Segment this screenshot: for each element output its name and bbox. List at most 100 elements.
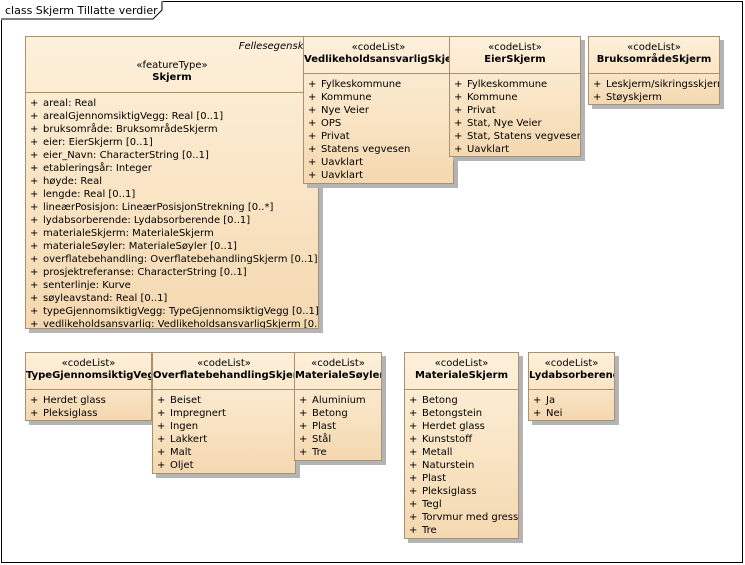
- class-lydabsorberende[interactable]: «codeList» Lydabsorberende +Ja+Nei: [528, 352, 615, 421]
- visibility-marker: +: [30, 137, 39, 148]
- visibility-marker: +: [454, 144, 463, 155]
- item-text: Nei: [546, 408, 563, 419]
- visibility-marker: +: [308, 118, 317, 129]
- item-text: eier_Navn: CharacterString [0..1]: [43, 150, 209, 161]
- item-text: Statens vegvesen: [321, 144, 411, 155]
- class-eierskjerm[interactable]: «codeList» EierSkjerm + Fylkeskommune+Kom…: [449, 36, 581, 157]
- value-list: +Fylkeskommune+Kommune+Privat+Stat, Nye …: [450, 74, 580, 156]
- class-typegjennomsiktigvegg[interactable]: «codeList» TypeGjennomsiktigVegg +Herdet…: [25, 352, 152, 421]
- visibility-marker: +: [409, 408, 418, 419]
- code-value: +OPS: [304, 117, 453, 130]
- code-value: + Betong: [295, 407, 381, 420]
- class-name: MaterialeSøyler: [295, 370, 382, 381]
- code-value: +Naturstein: [405, 459, 518, 472]
- visibility-marker: +: [409, 512, 418, 523]
- code-value: +Kommune: [304, 91, 453, 104]
- class-attribute: +etableringsår: Integer: [26, 162, 318, 175]
- value-list: +Herdet glass+Pleksiglass: [26, 390, 151, 420]
- visibility-marker: +: [454, 131, 463, 142]
- code-value: +Oljet: [153, 459, 295, 472]
- class-header: «codeList» EierSkjerm: [450, 37, 580, 74]
- visibility-marker: +: [308, 79, 317, 90]
- class-stereotype: «codeList»: [434, 358, 489, 369]
- item-text: Betong: [312, 408, 348, 419]
- visibility-marker: +: [409, 499, 418, 510]
- item-text: Betongstein: [422, 408, 483, 419]
- class-attribute: +eier_Navn: CharacterString [0..1]: [26, 149, 318, 162]
- code-value: +Fylkeskommune: [304, 78, 453, 91]
- item-text: Privat: [321, 131, 350, 142]
- class-skjerm[interactable]: Fellesegenskap «featureType» Skjerm +are…: [25, 36, 319, 329]
- item-text: søyleavstand: Real [0..1]: [43, 293, 168, 304]
- visibility-marker: +: [157, 447, 166, 458]
- visibility-marker: +: [30, 395, 39, 406]
- visibility-marker: +: [30, 319, 39, 329]
- class-attribute: +overflatebehandling: Overflatebehandlin…: [26, 253, 318, 266]
- item-text: Metall: [422, 447, 453, 458]
- code-value: +Stål: [295, 433, 381, 446]
- class-vedlikeholdsansvarligskjerm[interactable]: «codeList» VedlikeholdsansvarligSkjerm +…: [303, 36, 454, 184]
- class-header: «codeList» MaterialeSkjerm: [405, 353, 518, 390]
- class-attribute: +lydabsorberende: Lydabsorberende [0..1]: [26, 214, 318, 227]
- class-stereotype: «codeList»: [311, 358, 365, 369]
- item-text: Uavklart: [321, 157, 364, 168]
- class-name: EierSkjerm: [484, 54, 546, 65]
- item-text: Torvmur med gress: [422, 512, 519, 523]
- code-value: +Støyskjerm: [589, 91, 719, 104]
- item-text: arealGjennomsiktigVegg: Real [0..1]: [43, 111, 224, 122]
- item-text: Fylkeskommune: [467, 79, 548, 90]
- item-text: høyde: Real: [43, 176, 102, 187]
- code-value: + Betongstein: [405, 407, 518, 420]
- value-list: +Betong+Betongstein+Herdet glass+Kunstst…: [405, 390, 518, 537]
- visibility-marker: +: [454, 118, 463, 129]
- visibility-marker: +: [157, 421, 166, 432]
- class-header: «codeList» TypeGjennomsiktigVegg: [26, 353, 151, 390]
- class-attribute: +lengde: Real [0..1]: [26, 188, 318, 201]
- visibility-marker: +: [409, 486, 418, 497]
- item-text: eier: EierSkjerm [0..1]: [43, 137, 153, 148]
- visibility-marker: +: [308, 131, 317, 142]
- code-value: +Tre: [295, 446, 381, 459]
- code-value: +Uavklart: [450, 143, 580, 156]
- visibility-marker: +: [30, 267, 39, 278]
- visibility-marker: +: [299, 408, 308, 419]
- visibility-marker: +: [30, 111, 39, 122]
- frame-title-tab: class Skjerm Tillatte verdier: [1, 1, 163, 20]
- item-text: bruksområde: BruksområdeSkjerm: [43, 124, 218, 135]
- visibility-marker: +: [157, 408, 166, 419]
- item-text: Plast: [312, 421, 337, 432]
- code-value: +Kommune: [450, 91, 580, 104]
- class-header: Fellesegenskap «featureType» Skjerm: [26, 37, 318, 93]
- code-value: +Leskjerm/sikringsskjerm: [589, 78, 719, 91]
- value-list: +Leskjerm/sikringsskjerm+Støyskjerm: [589, 74, 719, 104]
- item-text: Pleksiglass: [422, 486, 477, 497]
- class-overflatebehandlingskjerm[interactable]: «codeList» OverflatebehandlingSkjerm +Be…: [152, 352, 296, 474]
- class-materialesoyler[interactable]: «codeList» MaterialeSøyler +Aluminium+Be…: [294, 352, 382, 461]
- code-value: + Malt: [153, 446, 295, 459]
- code-value: + Pleksiglass: [405, 485, 518, 498]
- item-text: Malt: [170, 447, 192, 458]
- visibility-marker: +: [30, 254, 39, 265]
- class-stereotype: «codeList»: [351, 42, 406, 53]
- class-header: «codeList» OverflatebehandlingSkjerm: [153, 353, 295, 390]
- code-value: +Kunststoff: [405, 433, 518, 446]
- item-text: Privat: [467, 105, 496, 116]
- class-materialeskjerm[interactable]: «codeList» MaterialeSkjerm +Betong+Beton…: [404, 352, 519, 539]
- item-text: Tre: [312, 447, 327, 458]
- class-stereotype: «codeList»: [197, 358, 251, 369]
- class-attribute: +senterlinje: Kurve: [26, 279, 318, 292]
- visibility-marker: +: [308, 157, 317, 168]
- visibility-marker: +: [30, 176, 39, 187]
- class-bruksomradeskjerm[interactable]: «codeList» BruksområdeSkjerm +Leskjerm/s…: [588, 36, 720, 105]
- visibility-marker: +: [30, 202, 39, 213]
- item-text: senterlinje: Kurve: [43, 280, 131, 291]
- code-value: + Privat: [304, 130, 453, 143]
- class-attribute: + eier: EierSkjerm [0..1]: [26, 136, 318, 149]
- code-value: +Pleksiglass: [26, 407, 151, 420]
- visibility-marker: +: [157, 434, 166, 445]
- attribute-list: +areal: Real+arealGjennomsiktigVegg: Rea…: [26, 93, 318, 329]
- class-stereotype: «codeList»: [488, 42, 542, 53]
- class-attribute: + høyde: Real: [26, 175, 318, 188]
- code-value: +Impregnert: [153, 407, 295, 420]
